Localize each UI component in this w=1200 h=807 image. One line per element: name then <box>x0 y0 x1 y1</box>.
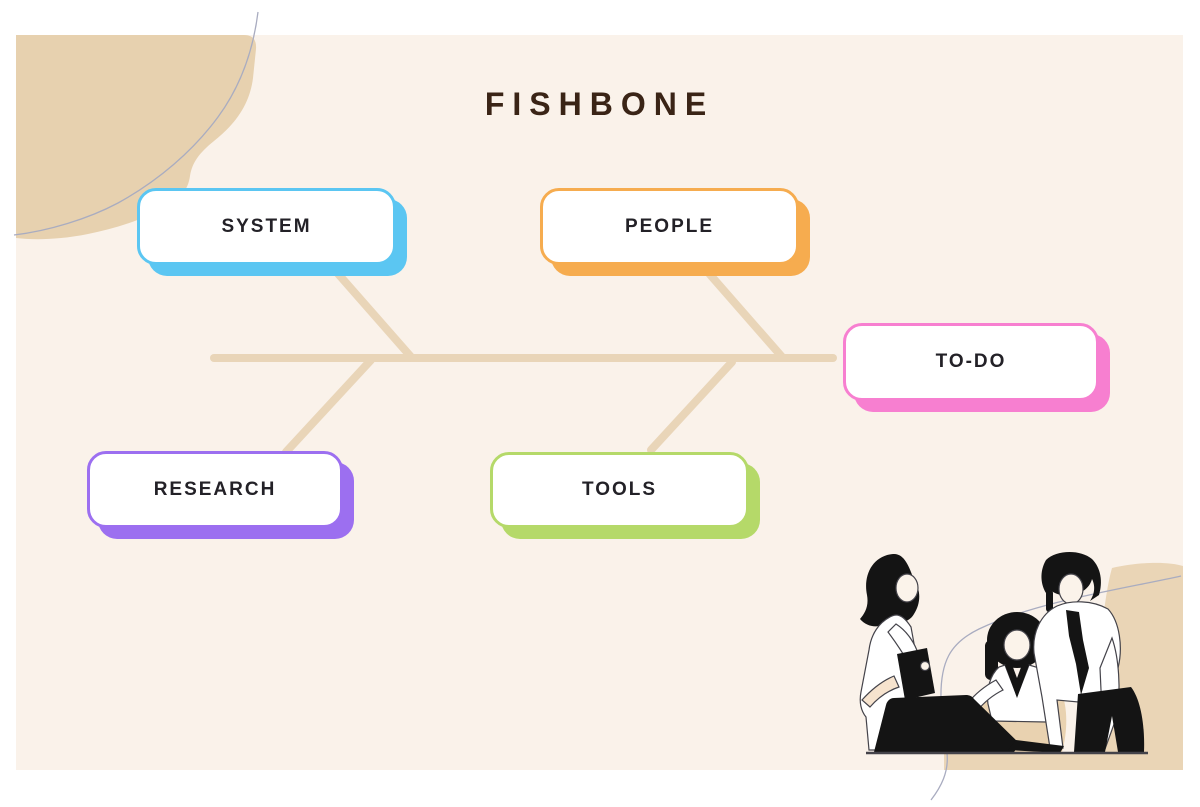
node-system[interactable]: SYSTEM <box>137 188 396 265</box>
node-people-label: PEOPLE <box>624 215 715 237</box>
node-tools-label: TOOLS <box>581 479 658 500</box>
diagram-canvas <box>16 35 1183 770</box>
node-todo-label: TO-DO <box>935 351 1007 372</box>
node-tools[interactable]: TOOLS <box>490 452 749 528</box>
diagram-title: FISHBONE <box>484 86 715 122</box>
node-todo[interactable]: TO-DO <box>843 323 1099 401</box>
node-research[interactable]: RESEARCH <box>87 451 343 528</box>
node-people[interactable]: PEOPLE <box>540 188 799 265</box>
node-system-label: SYSTEM <box>221 215 312 237</box>
node-research-label: RESEARCH <box>153 478 277 500</box>
